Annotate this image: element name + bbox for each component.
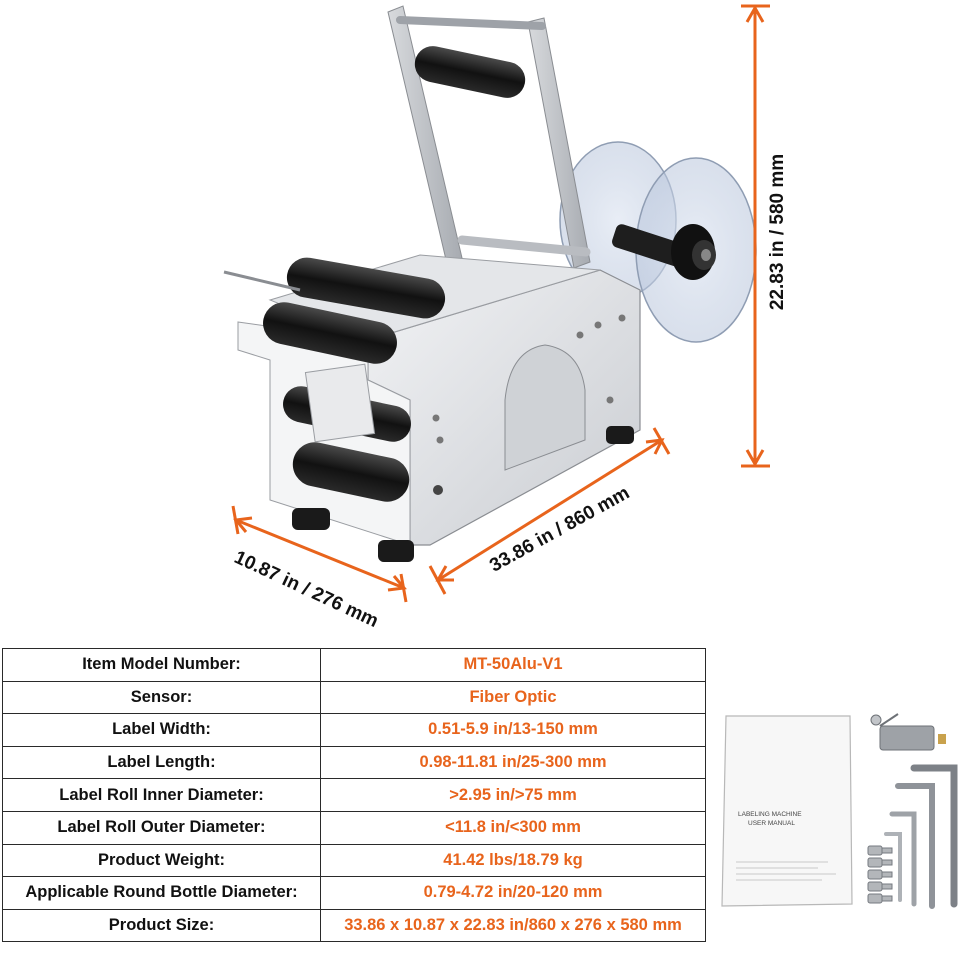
pressing-roller-upper xyxy=(286,257,446,319)
frame-left-upright xyxy=(387,5,463,265)
spec-label: Label Roll Outer Diameter: xyxy=(2,810,321,845)
table-row: Label Roll Inner Diameter: >2.95 in/>75 … xyxy=(2,778,706,812)
hex-keys-icon xyxy=(884,764,958,909)
spec-label: Product Size: xyxy=(2,908,321,943)
table-row: Product Weight: 41.42 lbs/18.79 kg xyxy=(2,843,706,878)
spec-value: 0.51-5.9 in/13-150 mm xyxy=(320,713,706,747)
top-roller xyxy=(414,46,526,98)
spec-value: 0.79-4.72 in/20-120 mm xyxy=(320,876,706,910)
specifications-table: Item Model Number: MT-50Alu-V1 Sensor: F… xyxy=(2,648,706,943)
table-row: Sensor: Fiber Optic xyxy=(2,680,706,715)
dimension-height-label: 22.83 in / 580 mm xyxy=(767,153,788,311)
sensor-rod xyxy=(223,270,301,292)
spec-label: Sensor: xyxy=(2,680,321,715)
pressing-roller-front xyxy=(263,302,397,364)
accessories-illustration: LABELING MACHINE USER MANUAL xyxy=(721,713,958,909)
table-row: Item Model Number: MT-50Alu-V1 xyxy=(2,648,706,682)
bottle-roller-bottom xyxy=(292,442,410,502)
manual-subtitle: USER MANUAL xyxy=(748,820,795,827)
user-manual: LABELING MACHINE USER MANUAL xyxy=(721,715,853,907)
table-row: Label Length: 0.98-11.81 in/25-300 mm xyxy=(2,745,706,780)
table-row: Applicable Round Bottle Diameter: 0.79-4… xyxy=(2,876,706,910)
dimension-arrows xyxy=(231,4,770,603)
foot xyxy=(378,540,414,562)
machine-illustration xyxy=(223,4,770,603)
spec-value: <11.8 in/<300 mm xyxy=(320,810,706,845)
table-row: Label Roll Outer Diameter: <11.8 in/<300… xyxy=(2,810,706,845)
spec-label: Applicable Round Bottle Diameter: xyxy=(2,876,321,910)
spec-value: 33.86 x 10.87 x 22.83 in/860 x 276 x 580… xyxy=(320,908,706,943)
spec-label: Item Model Number: xyxy=(2,648,321,682)
micro-switch-icon xyxy=(870,713,946,751)
screws-icon xyxy=(867,845,893,904)
table-row: Label Width: 0.51-5.9 in/13-150 mm xyxy=(2,713,706,747)
spec-value: 41.42 lbs/18.79 kg xyxy=(320,843,706,878)
screws xyxy=(432,314,626,495)
spec-value: >2.95 in/>75 mm xyxy=(320,778,706,812)
spec-value: Fiber Optic xyxy=(320,680,706,715)
spec-label: Label Length: xyxy=(2,745,321,780)
spec-value: 0.98-11.81 in/25-300 mm xyxy=(320,745,706,780)
spec-value: MT-50Alu-V1 xyxy=(320,648,706,682)
spec-label: Label Width: xyxy=(2,713,321,747)
frame-right-upright xyxy=(527,17,591,269)
foot xyxy=(606,426,634,444)
spec-label: Label Roll Inner Diameter: xyxy=(2,778,321,812)
manual-title: LABELING MACHINE xyxy=(738,811,802,818)
bottle-arch-opening xyxy=(504,344,586,471)
spec-label: Product Weight: xyxy=(2,843,321,878)
foot xyxy=(292,508,330,530)
table-row: Product Size: 33.86 x 10.87 x 22.83 in/8… xyxy=(2,908,706,943)
